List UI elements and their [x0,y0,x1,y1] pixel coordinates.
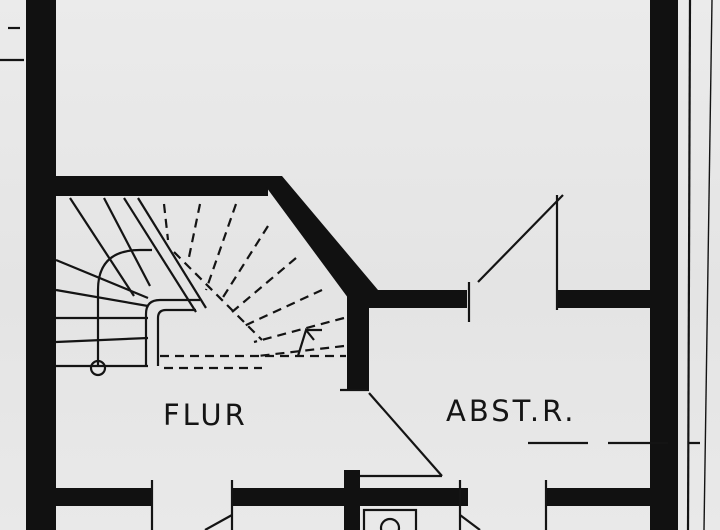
room-label-abstellraum: ABST.R. [446,394,576,428]
fixture-outline [362,508,418,530]
right-edge-line [686,0,692,530]
stair-tread-hidden [173,251,263,341]
lower-door-leaf [204,514,233,530]
stair-tread [55,288,149,308]
storage-door-leaf [477,194,564,283]
storage-right-wall [557,290,650,308]
stair-start-marker [89,359,107,377]
stair-diagonal-wall [258,176,378,306]
stair-handrail [96,248,152,366]
stair-tread-hidden [253,316,345,344]
bottom-wall-left [56,488,152,506]
right-edge-line-2 [703,0,713,530]
stair-tread [103,197,151,287]
stair-tread [69,197,135,297]
stair-stringer [137,197,207,309]
bottom-wall-right [546,488,650,506]
stair-tread-hidden [186,203,202,263]
bottom-wall-stub [344,470,360,530]
stair-tread-hidden [243,289,323,327]
stair-direction-arrow [296,327,322,357]
stair-tread [55,258,149,300]
stair-tread [55,336,149,344]
stair-right-wall [347,290,369,390]
mid-wall [369,290,467,308]
right-outer-wall [650,0,678,530]
stair-tread-hidden [204,203,238,291]
stair-stringer [123,197,197,313]
stair-newel-inner [156,308,196,366]
stair-newel [144,298,200,366]
stair-top-wall [56,176,268,196]
hall-door-leaf [368,392,443,477]
room-label-flur: FLUR [163,398,248,432]
stair-tread-hidden [219,225,269,303]
fixture-circle [379,517,401,530]
stair-tread-hidden [162,203,170,241]
lower-door-leaf-2 [459,514,481,530]
left-outer-wall [26,0,56,530]
